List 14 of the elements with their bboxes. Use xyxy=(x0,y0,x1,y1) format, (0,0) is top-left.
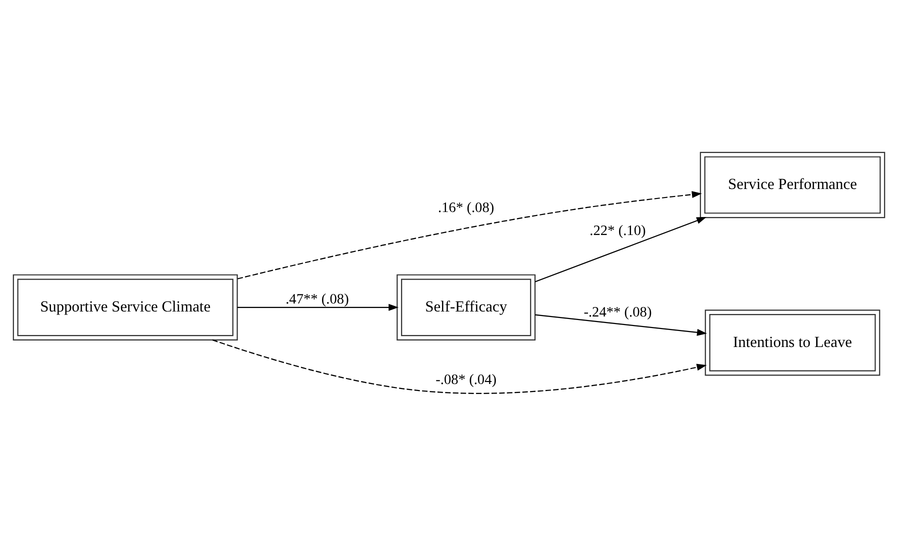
arrow xyxy=(237,191,702,280)
arrow xyxy=(236,304,398,311)
edge-label: .47** (.08) xyxy=(285,291,348,308)
node-box: Self-Efficacy xyxy=(396,274,536,340)
edge-label: .22* (.10) xyxy=(589,223,646,240)
node-box: Intentions to Leave xyxy=(704,310,880,376)
edge-label: -.08* (.04) xyxy=(435,372,496,388)
arrow xyxy=(212,339,706,394)
node-box: Supportive Service Climate xyxy=(12,274,238,340)
edge-label: -.24** (.08) xyxy=(583,304,652,321)
node-box: Service Performance xyxy=(699,152,885,218)
edge-label: .16* (.08) xyxy=(438,200,494,216)
arrow xyxy=(534,314,706,336)
arrow xyxy=(534,217,706,282)
